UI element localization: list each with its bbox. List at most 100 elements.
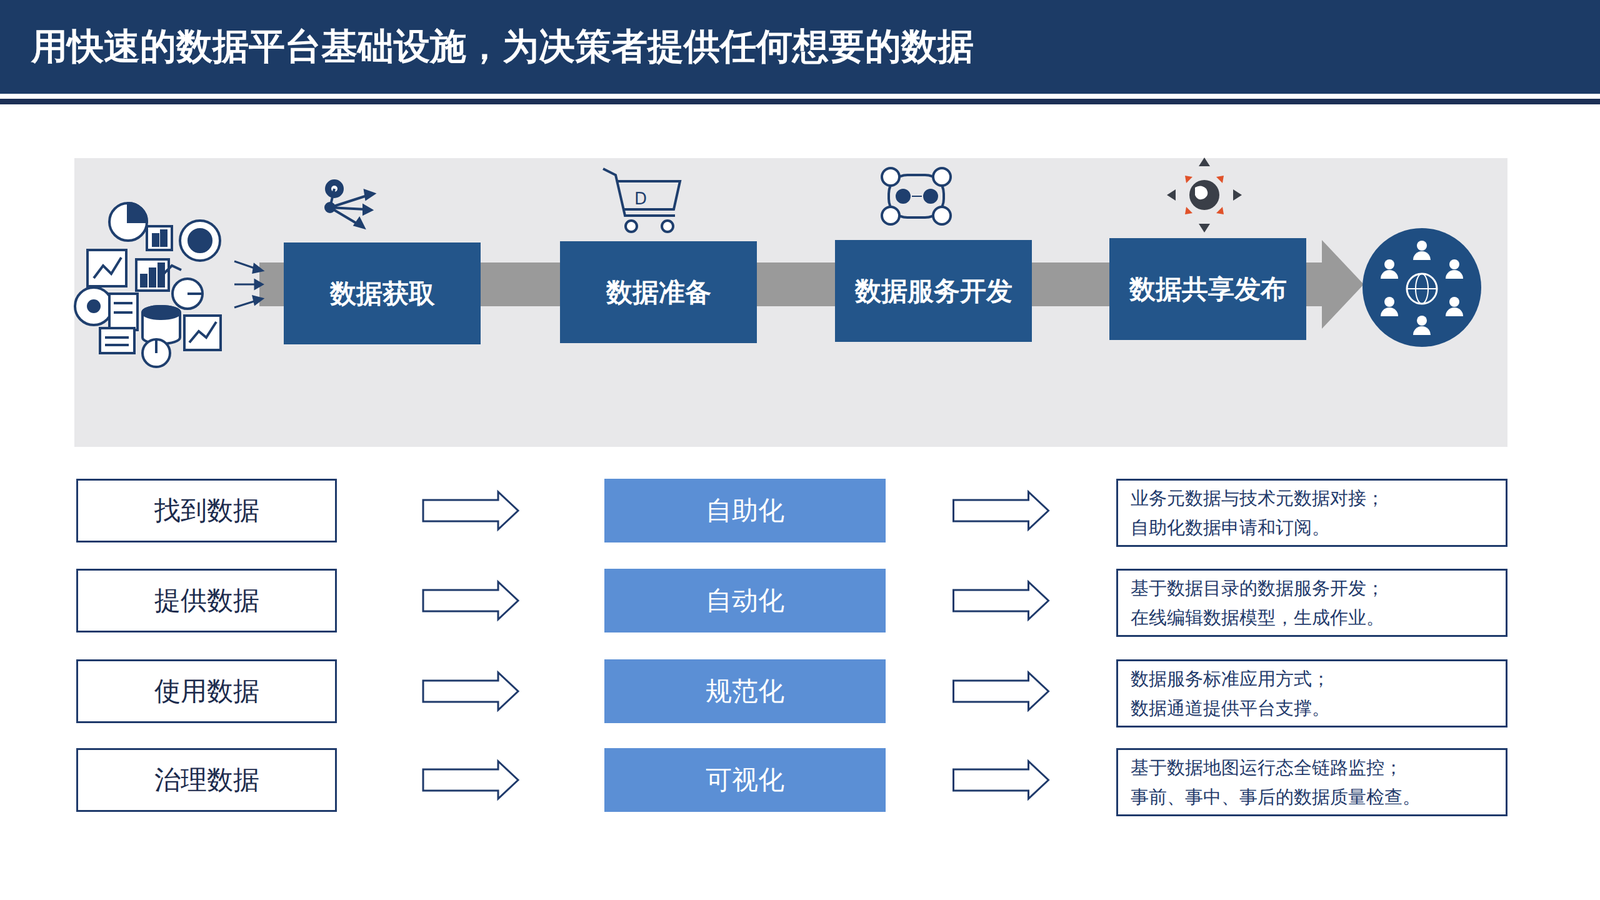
process-band: [755, 262, 837, 307]
service-icon: [924, 190, 937, 203]
share-icon: [1216, 175, 1224, 184]
users-circle: [1445, 270, 1464, 279]
data-sources-icon: [153, 234, 159, 246]
box-text: 在线编辑数据模型，生成作业。: [1130, 603, 1385, 632]
method-box: 自助化: [604, 478, 886, 543]
box-text: 自助化数据申请和订阅。: [1130, 513, 1330, 542]
share-icon: [1166, 189, 1176, 201]
box-text: 基于数据地图运行态全链路监控；: [1130, 753, 1403, 782]
share-icon: [1198, 157, 1210, 167]
data-sources-icon: [184, 315, 221, 350]
icon-letter: D: [634, 189, 647, 209]
hollow-arrow: [953, 581, 1049, 620]
pipeline-band: [1321, 240, 1364, 329]
data-sources-icon: [142, 339, 170, 367]
note-box: 基于数据目录的数据服务开发；在线编辑数据模型，生成作业。: [1116, 568, 1508, 637]
acquire-icon: [355, 218, 364, 228]
users-circle: [1406, 288, 1437, 290]
box-text: 数据共享发布: [1129, 271, 1287, 307]
box-text: 数据服务标准应用方式；: [1130, 664, 1330, 694]
users-circle: [1380, 270, 1399, 279]
box-text: 数据通道提供平台支撑。: [1130, 693, 1330, 723]
acquire-icon: [363, 205, 372, 214]
hollow-arrow: [953, 761, 1049, 799]
service-icon: [896, 190, 910, 203]
share-icon: [1166, 157, 1242, 233]
data-sources-icon: [105, 336, 129, 339]
hollow-arrow: [953, 672, 1049, 710]
input-arrows: [253, 296, 263, 305]
box-text: 数据获取: [330, 276, 435, 312]
process-box: 数据服务开发: [835, 240, 1032, 342]
title-bar: [0, 0, 1600, 94]
cart-icon: [617, 181, 680, 210]
title-rule: [0, 98, 1600, 105]
data-sources-icon: [87, 250, 127, 287]
task-box: 治理数据: [76, 748, 337, 812]
data-sources-icon: [146, 226, 172, 250]
method-box: 可视化: [604, 748, 886, 812]
hollow-arrow: [953, 491, 1049, 530]
data-sources-icon: [142, 306, 180, 319]
share-icon: [1166, 157, 1242, 233]
box-text: 事前、事中、事后的数据质量检查。: [1130, 782, 1421, 812]
hollow-arrow: [423, 491, 519, 530]
users-circle: [1380, 240, 1464, 335]
data-sources-icon: [188, 229, 212, 252]
users-circle: [1449, 259, 1460, 270]
method-box: 自动化: [604, 568, 886, 633]
users-circle: [1449, 296, 1460, 307]
hollow-arrow: [423, 581, 519, 620]
data-sources-icon: [75, 203, 221, 367]
input-arrows: [234, 283, 257, 286]
service-icon: [881, 168, 900, 186]
process-box: 数据获取: [283, 242, 481, 345]
data-sources-icon: [150, 268, 155, 287]
share-icon: [1185, 175, 1193, 184]
users-circle: [1362, 228, 1482, 347]
process-band: [479, 262, 562, 307]
box-text: 提供数据: [154, 583, 260, 619]
box-text: 自动化: [705, 583, 785, 619]
data-sources-icon: [88, 300, 100, 312]
data-sources-icon: [180, 220, 220, 261]
title: 用快速的数据平台基础设施，为决策者提供任何想要的数据: [31, 22, 974, 72]
users-circle: [1416, 315, 1427, 326]
data-sources-icon: [172, 278, 203, 309]
hollow-arrow: [423, 761, 519, 799]
box-text: 数据准备: [606, 275, 712, 310]
service-icon: [881, 168, 951, 225]
note-box: 基于数据地图运行态全链路监控；事前、事中、事后的数据质量检查。: [1116, 748, 1508, 817]
task-box: 找到数据: [76, 478, 337, 543]
box-text: 规范化: [705, 673, 785, 709]
data-sources-icon: [161, 230, 167, 246]
box-text: 基于数据目录的数据服务开发；: [1130, 573, 1385, 603]
service-icon: [933, 168, 951, 186]
process-panel: [74, 158, 1508, 447]
box-text: 治理数据: [154, 762, 260, 798]
box-text: 找到数据: [154, 493, 260, 529]
note-box: 业务元数据与技术元数据对接；自助化数据申请和订阅。: [1116, 478, 1508, 547]
input-arrows: [253, 264, 263, 273]
task-box: 使用数据: [76, 659, 337, 724]
users-circle: [1362, 228, 1482, 347]
cart-icon: [661, 220, 674, 232]
users-circle: [1384, 296, 1395, 307]
task-box: 提供数据: [76, 568, 337, 633]
data-sources-icon: [75, 287, 113, 325]
data-sources-icon: [105, 343, 129, 347]
acquire-icon: [365, 190, 374, 199]
cart-icon: [603, 168, 680, 232]
box-text: 业务元数据与技术元数据对接；: [1130, 483, 1385, 513]
note-box: 数据服务标准应用方式；数据通道提供平台支撑。: [1116, 659, 1508, 728]
input-arrows: [234, 300, 257, 308]
service-icon: [881, 206, 900, 225]
input-arrows: [234, 261, 263, 308]
share-icon: [1185, 175, 1224, 215]
data-sources-icon: [155, 339, 158, 354]
data-sources-icon: [142, 306, 180, 319]
data-sources-icon: [109, 293, 138, 330]
data-sources-icon: [109, 203, 147, 241]
users-circle: [1416, 240, 1427, 251]
users-circle: [1413, 326, 1431, 335]
